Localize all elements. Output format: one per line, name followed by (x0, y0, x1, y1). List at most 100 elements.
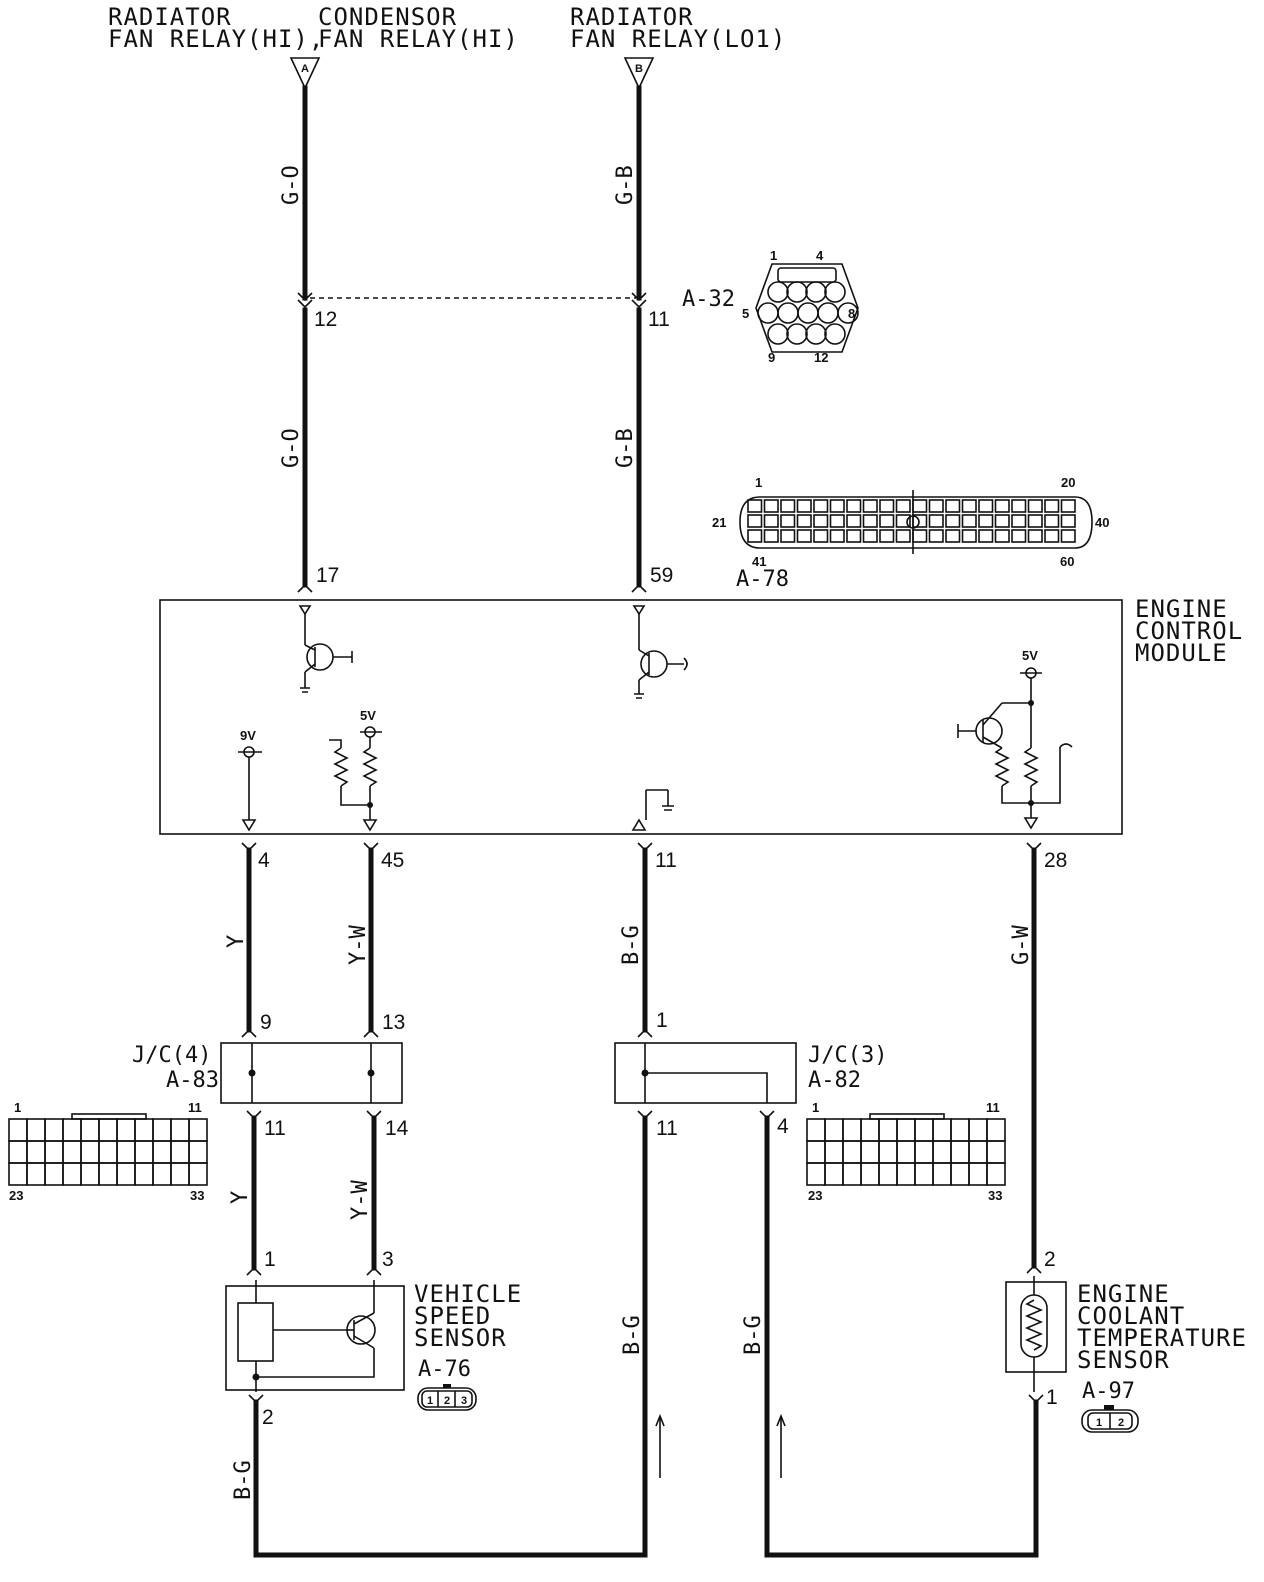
jc-cell (968, 1162, 988, 1186)
pin-12: 12 (314, 308, 337, 331)
jc-cell (824, 1118, 844, 1142)
a78-cell (829, 529, 845, 543)
wire-y (241, 842, 257, 1038)
wire-y-w (363, 842, 379, 1038)
jc-cell (806, 1140, 826, 1164)
svg-text:5V: 5V (360, 708, 376, 723)
svg-text:ENGINE: ENGINE (1077, 1280, 1170, 1308)
svg-text:2: 2 (1118, 1417, 1124, 1429)
radiator-hi-label-1: RADIATOR (108, 3, 232, 31)
a78-cell (747, 514, 763, 528)
pin-4-jc3: 4 (777, 1115, 789, 1138)
jc-cell (134, 1162, 154, 1186)
jc-cell (878, 1118, 898, 1142)
a32-hole (767, 323, 789, 345)
pin-14: 14 (385, 1117, 409, 1140)
pin-2-vss: 2 (262, 1406, 274, 1429)
engine-control-module: ENGINE CONTROL MODULE (159, 595, 1242, 835)
a78-cell (862, 499, 878, 513)
jc-cell (188, 1162, 208, 1186)
jc-cell (968, 1118, 988, 1142)
svg-text:5V: 5V (1022, 648, 1038, 663)
jc-cell (44, 1162, 64, 1186)
svg-text:1: 1 (812, 1100, 819, 1115)
connector-flag-a: A (289, 57, 321, 90)
ecm-transistor-59 (632, 605, 688, 699)
jc-cell (98, 1162, 118, 1186)
wire-label-y-w-lower: Y-W (348, 1180, 373, 1220)
ecm-transistor-17 (298, 605, 353, 693)
wire-label-y-upper: Y (224, 935, 249, 948)
junction-connector-a82: J/C(3) A-82 1 11 23 33 (614, 1042, 1006, 1203)
svg-text:A-82: A-82 (808, 1068, 861, 1093)
ecm-9v-supply: 9V (238, 728, 262, 832)
jc-cell (170, 1118, 190, 1142)
svg-text:33: 33 (190, 1188, 204, 1203)
a78-cell (813, 529, 829, 543)
jc-cell (860, 1140, 880, 1164)
svg-text:40: 40 (1095, 515, 1109, 530)
a78-cell (862, 529, 878, 543)
jc-cell (170, 1162, 190, 1186)
svg-text:1: 1 (427, 1395, 433, 1407)
pin-45: 45 (381, 849, 404, 872)
svg-text:33: 33 (988, 1188, 1002, 1203)
jc-cell (914, 1162, 934, 1186)
a78-cell (846, 499, 862, 513)
pin-4: 4 (258, 849, 270, 872)
a32-hole (786, 281, 808, 303)
jc-cell (80, 1162, 100, 1186)
a78-cell (1044, 529, 1060, 543)
jc-cell (134, 1118, 154, 1142)
jc-cell (134, 1140, 154, 1164)
a78-cell (879, 529, 895, 543)
svg-text:60: 60 (1060, 554, 1074, 569)
a78-cell (846, 529, 862, 543)
a32-hole (817, 302, 839, 324)
a78-cell (945, 529, 961, 543)
jc-cell (116, 1118, 136, 1142)
a78-cell (912, 499, 928, 513)
a78-cell (1060, 529, 1076, 543)
pin-13: 13 (382, 1011, 405, 1034)
condensor-label-1: CONDENSOR (318, 3, 457, 31)
jc-cell (986, 1140, 1006, 1164)
a78-cell (763, 529, 779, 543)
a78-cell (928, 514, 944, 528)
wire-b-g-return (248, 1110, 1044, 1558)
svg-text:SENSOR: SENSOR (414, 1324, 507, 1352)
a32-hole (824, 323, 846, 345)
svg-text:SPEED: SPEED (414, 1302, 491, 1330)
wire-y-w-lower (366, 1110, 382, 1276)
a78-cell (912, 529, 928, 543)
jc-cell (860, 1162, 880, 1186)
wire-label-g-o-upper: G-O (279, 165, 304, 205)
jc-cell (878, 1162, 898, 1186)
a78-cell (994, 499, 1010, 513)
a78-cell (780, 499, 796, 513)
wire-label-b-g-ecm: B-G (619, 925, 644, 965)
a78-cell (1044, 514, 1060, 528)
a78-cell (1011, 514, 1027, 528)
wire-label-b-g-mid-right: B-G (741, 1315, 766, 1355)
a78-cell (796, 499, 812, 513)
connector-a78: 1 20 21 40 41 60 A-78 (712, 475, 1109, 592)
wire-y-lower (246, 1110, 262, 1276)
a78-cell (1027, 499, 1043, 513)
jc-cell (152, 1118, 172, 1142)
a78-cell (978, 499, 994, 513)
jc-cell (950, 1118, 970, 1142)
a78-cell (829, 514, 845, 528)
jc-cell (26, 1162, 46, 1186)
radiator-hi-label-2: FAN RELAY(HI), (108, 25, 324, 53)
jc-cell (80, 1140, 100, 1164)
jc-cell (152, 1140, 172, 1164)
a78-cell (829, 499, 845, 513)
jc-cell (152, 1162, 172, 1186)
jc-cell (44, 1118, 64, 1142)
jc-cell (80, 1118, 100, 1142)
jc-cell (950, 1162, 970, 1186)
a78-cell (846, 514, 862, 528)
jc-cell (914, 1118, 934, 1142)
a32-hole (786, 323, 808, 345)
